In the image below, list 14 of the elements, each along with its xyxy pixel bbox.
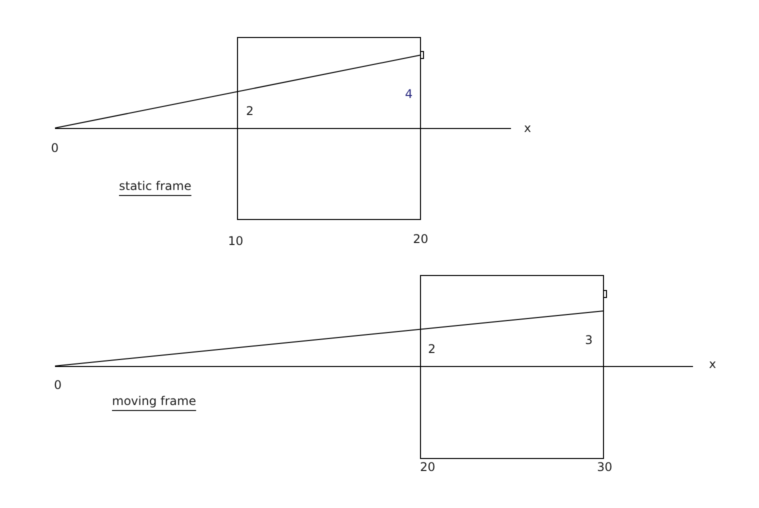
tick-label: 0 (54, 378, 62, 392)
point-label: 4 (405, 87, 413, 101)
frame-caption: moving frame (112, 394, 196, 408)
frame-caption: static frame (119, 179, 192, 193)
tick-label: 20 (420, 460, 436, 474)
point-label: 2 (428, 342, 436, 356)
axis-label: x (524, 121, 532, 135)
tick-label: 30 (597, 460, 612, 474)
tick-label: 10 (228, 234, 244, 248)
tick-label: 0 (51, 141, 59, 155)
point-label: 3 (585, 333, 593, 347)
point-label: 2 (246, 104, 254, 118)
axis-label: x (709, 357, 716, 371)
tick-label: 20 (413, 232, 428, 246)
